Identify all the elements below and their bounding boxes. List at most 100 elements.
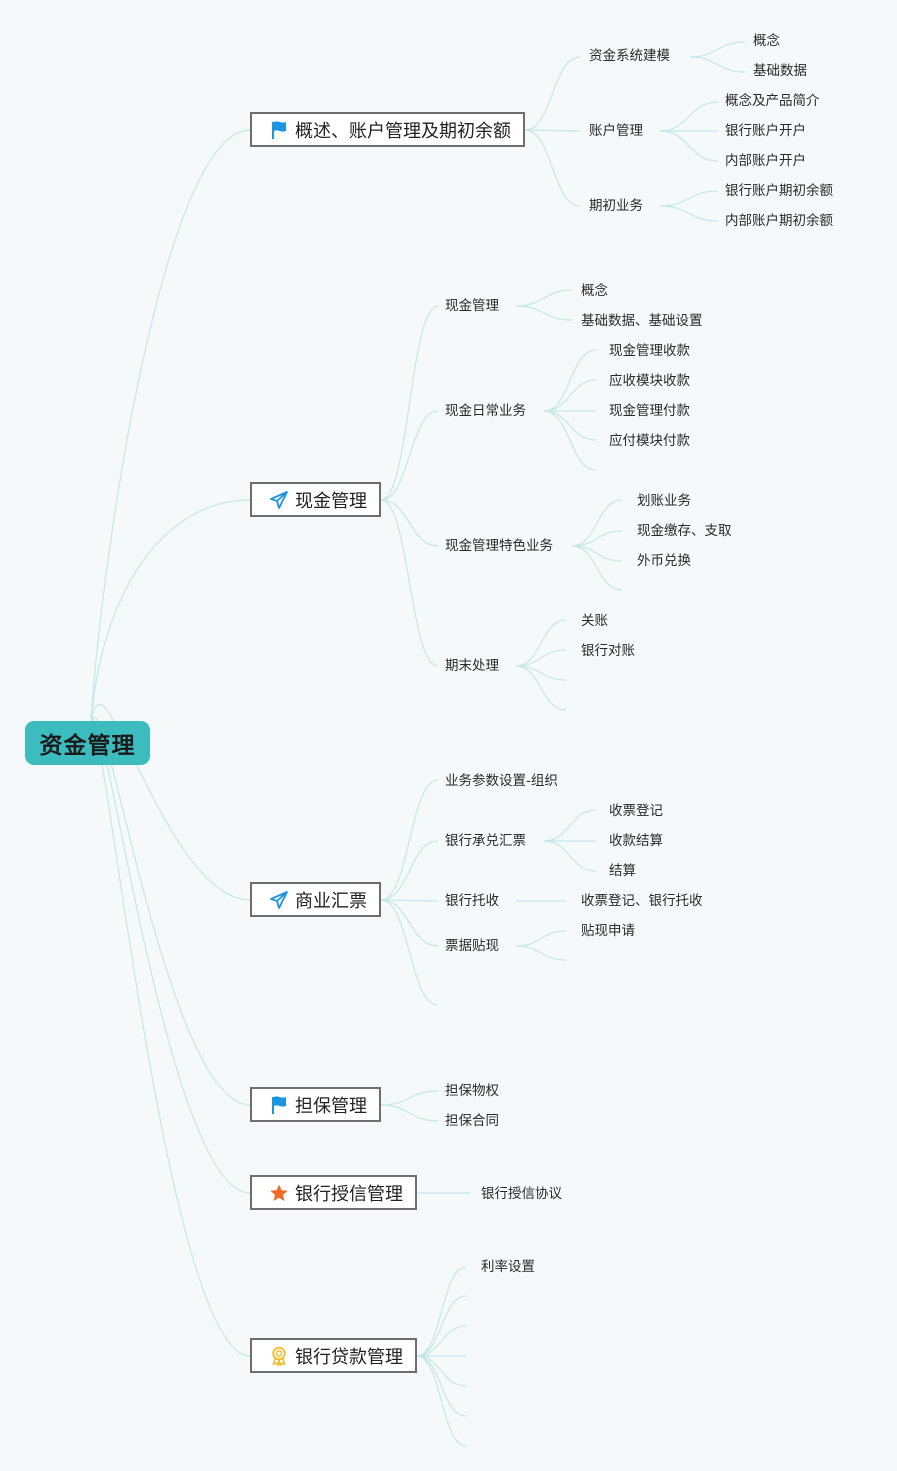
branch-label: 担保管理 [295, 1095, 367, 1117]
connector-line [515, 619, 567, 667]
connector-line [416, 1266, 467, 1357]
leaf-node[interactable]: 概念 [753, 33, 780, 49]
branch-overview-accounts[interactable]: 概述、账户管理及期初余额 [250, 112, 525, 147]
connector-line [543, 349, 597, 412]
topic-node[interactable]: 现金管理 [445, 298, 499, 314]
leaf-node[interactable]: 应付模块付款 [609, 433, 690, 449]
leaf-node[interactable]: 概念 [581, 283, 608, 299]
topic-node[interactable]: 票据贴现 [445, 938, 499, 954]
connector-line [380, 899, 439, 902]
connector-line [380, 899, 439, 1006]
leaf-node[interactable]: 现金管理收款 [609, 343, 690, 359]
topic-node[interactable]: 现金管理特色业务 [445, 538, 553, 554]
leaf-node[interactable]: 收票登记、银行托收 [581, 893, 703, 909]
connector-line [380, 779, 439, 901]
leaf-node[interactable]: 概念及产品简介 [725, 93, 820, 109]
connector-line [571, 499, 623, 547]
connector-line [416, 1295, 467, 1357]
connector-line [416, 1355, 467, 1447]
connector-line [543, 840, 597, 872]
topic-node[interactable]: 账户管理 [589, 123, 643, 139]
connector-line [380, 899, 439, 947]
connector-line [380, 499, 439, 547]
leaf-node[interactable]: 关账 [581, 613, 608, 629]
connector-line [515, 930, 567, 947]
connector-line [380, 305, 439, 501]
leaf-node[interactable]: 结算 [609, 863, 636, 879]
branch-label: 银行授信管理 [295, 1183, 403, 1205]
branch-label: 银行贷款管理 [295, 1346, 403, 1368]
connector-line [524, 56, 581, 131]
topic-node[interactable]: 担保合同 [445, 1113, 499, 1129]
branch-label: 现金管理 [295, 490, 367, 512]
branch-cash-management[interactable]: 现金管理 [250, 482, 381, 517]
topic-node[interactable]: 业务参数设置-组织 [445, 773, 558, 789]
topic-node[interactable]: 现金日常业务 [445, 403, 526, 419]
topic-node[interactable]: 银行承兑汇票 [445, 833, 526, 849]
leaf-node[interactable]: 收票登记 [609, 803, 663, 819]
connector-line [689, 41, 746, 58]
leaf-node[interactable]: 应收模块收款 [609, 373, 690, 389]
paper-plane-icon [269, 890, 289, 910]
connector-line [380, 1104, 439, 1122]
connector-line [659, 101, 719, 132]
connector-line [659, 205, 719, 222]
connector-line [571, 545, 623, 591]
connector-line [515, 665, 567, 711]
branch-bank-loans[interactable]: 银行贷款管理 [250, 1338, 417, 1373]
connector-line [515, 649, 567, 667]
star-icon [269, 1183, 289, 1203]
connector-line [89, 129, 251, 744]
connector-line [543, 410, 597, 441]
leaf-node[interactable]: 内部账户期初余额 [725, 213, 833, 229]
connector-line [89, 720, 251, 1194]
leaf-node[interactable]: 现金管理付款 [609, 403, 690, 419]
topic-node[interactable]: 期末处理 [445, 658, 499, 674]
branch-label: 商业汇票 [295, 890, 367, 912]
branch-bank-credit[interactable]: 银行授信管理 [250, 1175, 417, 1210]
connector-line [89, 717, 251, 1106]
root-node[interactable]: 资金管理 [25, 721, 150, 765]
connector-line [543, 410, 597, 471]
connector-line [380, 410, 439, 501]
leaf-node[interactable]: 贴现申请 [581, 923, 635, 939]
connector-line [380, 499, 439, 667]
connector-line [416, 1355, 467, 1387]
leaf-node[interactable]: 外币兑换 [637, 553, 691, 569]
leaf-node[interactable]: 基础数据 [753, 63, 807, 79]
branch-label: 概述、账户管理及期初余额 [295, 120, 511, 142]
connector-line [659, 190, 719, 207]
connector-line [571, 530, 623, 547]
connector-line [89, 499, 251, 744]
connector-line [543, 809, 597, 842]
topic-node[interactable]: 担保物权 [445, 1083, 499, 1099]
branch-commercial-bills[interactable]: 商业汇票 [250, 882, 381, 917]
connector-line [524, 129, 581, 207]
connector-line [543, 379, 597, 412]
connector-line [515, 305, 573, 321]
connector-line [689, 56, 746, 73]
flag-icon [269, 1095, 289, 1115]
topic-node[interactable]: 期初业务 [589, 198, 643, 214]
leaf-node[interactable]: 银行对账 [581, 643, 635, 659]
leaf-node[interactable]: 基础数据、基础设置 [581, 313, 703, 329]
connector-line [380, 1090, 439, 1106]
branch-guarantee-management[interactable]: 担保管理 [250, 1087, 381, 1122]
leaf-node[interactable]: 银行账户开户 [725, 123, 806, 139]
award-badge-icon [269, 1346, 289, 1366]
topic-node[interactable]: 利率设置 [481, 1259, 535, 1275]
leaf-node[interactable]: 现金缴存、支取 [637, 523, 732, 539]
flag-icon [269, 120, 289, 140]
leaf-node[interactable]: 银行账户期初余额 [725, 183, 833, 199]
leaf-node[interactable]: 收款结算 [609, 833, 663, 849]
leaf-node[interactable]: 划账业务 [637, 493, 691, 509]
topic-node[interactable]: 银行授信协议 [481, 1186, 562, 1202]
leaf-node[interactable]: 内部账户开户 [725, 153, 806, 169]
paper-plane-icon [269, 490, 289, 510]
connector-line [380, 840, 439, 901]
connector-line [571, 545, 623, 562]
connector-line [515, 289, 573, 307]
topic-node[interactable]: 银行托收 [445, 893, 499, 909]
connector-line [89, 724, 251, 1357]
topic-node[interactable]: 资金系统建模 [589, 48, 670, 64]
